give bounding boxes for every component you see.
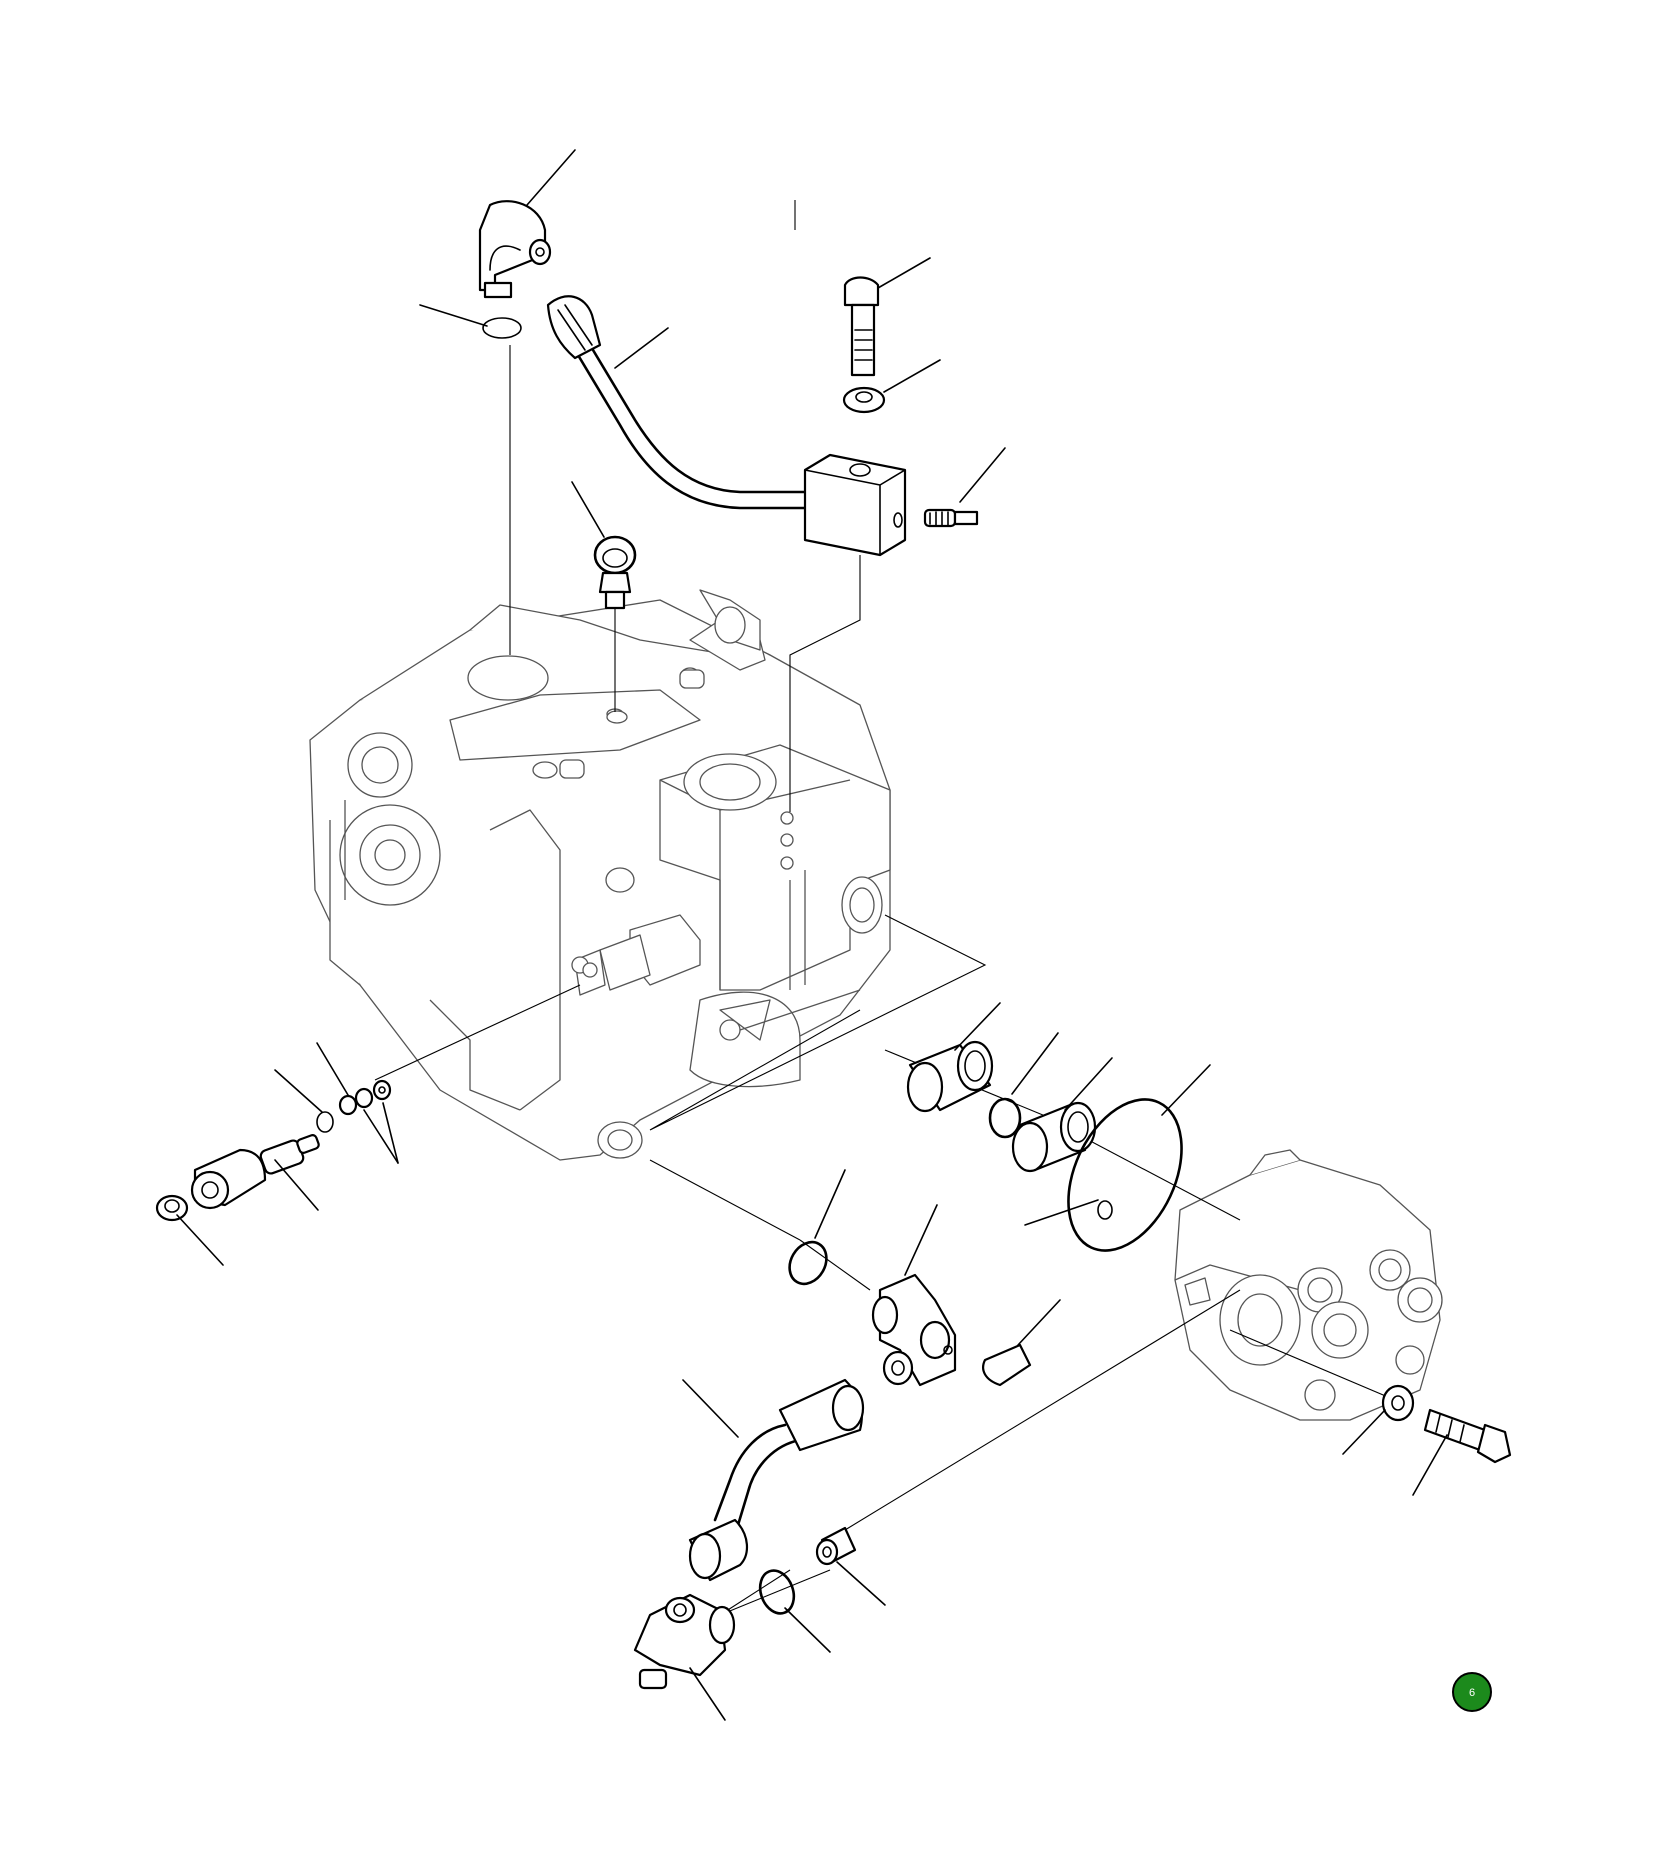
- left-seal-rings: [316, 1079, 392, 1133]
- upper-hose-assembly: [546, 295, 807, 510]
- mount-bolt: [1423, 1408, 1512, 1464]
- left-valve-cartridge: [190, 1134, 320, 1210]
- callout-leader-lines: [176, 149, 1448, 1721]
- main-pump-housing: [309, 589, 891, 1161]
- bottom-elbow-fitting: [633, 1593, 736, 1690]
- top-washer: [842, 386, 886, 414]
- bottom-plug: [815, 1526, 857, 1566]
- bottom-o-ring: [758, 1569, 796, 1615]
- gear-pump: [1174, 1149, 1443, 1421]
- top-o-ring: [482, 317, 522, 339]
- lifting-eye-bolt: [593, 535, 637, 610]
- top-bolt: [843, 276, 880, 377]
- top-elbow-fitting: [478, 200, 552, 299]
- lower-hose-assembly: [688, 1378, 865, 1582]
- lower-tee-fitting: [871, 1273, 957, 1387]
- mount-washer: [1381, 1384, 1415, 1422]
- page-marker-label: 6: [1469, 1687, 1475, 1699]
- page-marker-dot: [1452, 1672, 1492, 1712]
- bleed-screw: [923, 508, 979, 528]
- mid-o-ring: [788, 1240, 828, 1286]
- coupling-sleeve: [906, 1040, 994, 1113]
- tee-cap: [982, 1343, 1032, 1387]
- left-plug: [155, 1194, 189, 1222]
- bushing: [1011, 1101, 1097, 1173]
- page-marker: 6: [1452, 1672, 1492, 1712]
- gear-pump-gasket: [1067, 1098, 1183, 1252]
- snap-ring: [988, 1097, 1022, 1139]
- swivel-block: [803, 453, 907, 557]
